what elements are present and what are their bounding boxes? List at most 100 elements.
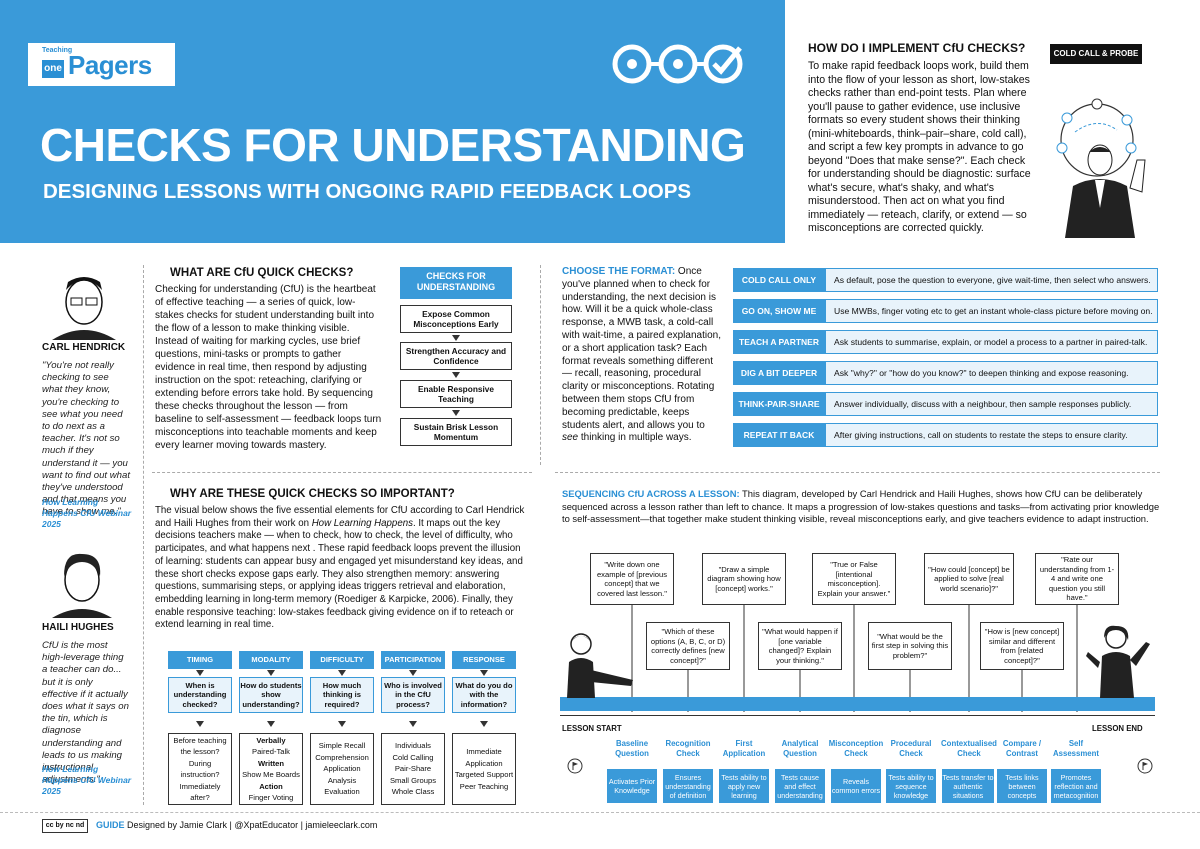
lesson-end-label: LESSON END xyxy=(1092,724,1143,733)
element-head: DIFFICULTY xyxy=(310,651,374,669)
element-column: PARTICIPATION Who is involved in the CfU… xyxy=(381,651,445,805)
avatar xyxy=(52,553,112,618)
header-banner xyxy=(0,0,785,243)
divider xyxy=(555,472,1160,473)
element-answer: Comprehension xyxy=(315,752,369,762)
stage-box: Tests links between concepts xyxy=(997,769,1047,803)
footer-divider xyxy=(0,812,1200,813)
format-label: COLD CALL ONLY xyxy=(733,268,825,292)
logo-pagers: Pagers xyxy=(68,50,152,80)
format-desc: After giving instructions, call on stude… xyxy=(825,423,1158,447)
stage-box: Reveals common errors xyxy=(831,769,881,803)
element-question: What do you do with the information? xyxy=(452,677,516,713)
arrow-down-icon xyxy=(267,670,275,676)
question-box: "Write down one example of [previous con… xyxy=(590,553,674,605)
element-head: TIMING xyxy=(168,651,232,669)
element-head: PARTICIPATION xyxy=(381,651,445,669)
arrow-down-icon xyxy=(452,335,460,341)
stage-label: First Application xyxy=(722,739,766,758)
format-label: THINK-PAIR-SHARE xyxy=(733,392,825,416)
element-answer: Paired-Talk xyxy=(252,747,290,756)
stage-label: Self Assessment xyxy=(1053,739,1099,758)
arrow-down-icon xyxy=(480,670,488,676)
check-circle-icon xyxy=(703,44,743,84)
element-question: Who is involved in the CfU process? xyxy=(381,677,445,713)
footer-guide: GUIDE xyxy=(96,820,125,830)
element-answer: Show Me Boards xyxy=(242,770,300,779)
stage-label: Procedural Check xyxy=(890,739,932,758)
teacher-figure-start xyxy=(567,633,633,698)
stage-label: Compare / Contrast xyxy=(1002,739,1042,758)
stage-box: Ensures understanding of definition xyxy=(663,769,713,803)
timeline-bar xyxy=(560,697,1155,711)
element-answer: Pair-Share xyxy=(394,764,432,774)
quote-source: How Learning Happens CfU Webinar 2025 xyxy=(42,764,132,796)
stage-label: Recognition Check xyxy=(665,739,711,758)
timeline-line xyxy=(560,715,1155,716)
footer-credit: GUIDE Designed by Jamie Clark | @XpatEdu… xyxy=(96,820,377,830)
footer-credit-text: Designed by Jamie Clark | @XpatEducator … xyxy=(124,820,378,830)
flag-icon xyxy=(567,758,583,774)
arrow-down-icon xyxy=(267,721,275,727)
format-text: Once you've planned when to check for un… xyxy=(562,266,721,431)
element-answer: Peer Teaching xyxy=(459,781,509,791)
lesson-start-label: LESSON START xyxy=(562,724,622,733)
stage-label: Analytical Question xyxy=(781,739,819,758)
header-icons xyxy=(612,44,743,84)
what-body: Checking for understanding (CfU) is the … xyxy=(155,284,382,451)
element-answer: Immediate Application xyxy=(465,747,503,768)
question-box: "What would happen if [one variable chan… xyxy=(758,622,842,670)
arrow-down-icon xyxy=(338,670,346,676)
element-question: How do students show understanding? xyxy=(239,677,303,713)
flow-heading: CHECKS FOR UNDERSTANDING xyxy=(400,267,512,299)
teacher-illustration xyxy=(1056,98,1146,238)
arrow-down-icon xyxy=(196,721,204,727)
page-subtitle: DESIGNING LESSONS WITH ONGOING RAPID FEE… xyxy=(43,180,692,203)
element-answer: Verbally xyxy=(256,735,286,745)
stage-box: Tests transfer to authentic situations xyxy=(942,769,994,803)
format-desc: Use MWBs, finger voting etc to get an in… xyxy=(825,299,1158,323)
element-answer: Small Groups xyxy=(389,775,436,785)
arrow-down-icon xyxy=(480,721,488,727)
person-quote: "You're not really checking to see what … xyxy=(42,360,130,518)
element-head: MODALITY xyxy=(239,651,303,669)
arrow-down-icon xyxy=(409,670,417,676)
format-label: DIG A BIT DEEPER xyxy=(733,361,825,385)
element-column: TIMING When is understanding checked? Be… xyxy=(168,651,232,805)
cold-call-label: COLD CALL & PROBE xyxy=(1050,44,1142,64)
stage-label: Misconception Check xyxy=(828,739,884,758)
ring-icon xyxy=(658,44,698,84)
format-desc: As default, pose the question to everyon… xyxy=(825,268,1158,292)
element-question: How much thinking is required? xyxy=(310,677,374,713)
question-box: "Draw a simple diagram showing how [conc… xyxy=(702,553,786,605)
element-answers: Individuals Cold Calling Pair-Share Smal… xyxy=(381,733,445,805)
divider xyxy=(540,265,541,465)
element-column: DIFFICULTY How much thinking is required… xyxy=(310,651,374,805)
format-label: REPEAT IT BACK xyxy=(733,423,825,447)
format-desc: Ask "why?" or "how do you know?" to deep… xyxy=(825,361,1158,385)
sequence-connectors xyxy=(631,605,1078,712)
question-box: "True or False [intentional misconceptio… xyxy=(812,553,896,605)
teacher-figure-end xyxy=(1086,625,1150,698)
format-desc: Ask students to summarise, explain, or m… xyxy=(825,330,1158,354)
arrow-down-icon xyxy=(452,410,460,416)
sequencing-body: SEQUENCING CfU ACROSS A LESSON: This dia… xyxy=(562,488,1162,526)
element-answers: Verbally Paired-Talk Written Show Me Boa… xyxy=(239,733,303,805)
element-answer: Analysis xyxy=(327,775,357,785)
stage-box: Activates Prior Knowledge xyxy=(607,769,657,803)
element-column: RESPONSE What do you do with the informa… xyxy=(452,651,516,805)
book-title: How Learning Happens xyxy=(311,517,413,529)
why-text: The visual below shows the five essentia… xyxy=(155,505,525,529)
logo-teaching: Teaching xyxy=(42,47,73,54)
stage-box: Promotes reflection and metacognition xyxy=(1051,769,1101,803)
element-answer: Cold Calling xyxy=(392,752,434,762)
how-title: HOW DO I IMPLEMENT CfU CHECKS? xyxy=(808,41,1026,55)
element-answer: Before teaching the lesson? During instr… xyxy=(173,735,227,803)
question-box: "How is [new concept] similar and differ… xyxy=(980,622,1064,670)
element-answers: Before teaching the lesson? During instr… xyxy=(168,733,232,805)
question-box: "How could [concept] be applied to solve… xyxy=(924,553,1014,605)
section-title-format: CHOOSE THE FORMAT: xyxy=(562,266,676,277)
ring-icon xyxy=(612,44,652,84)
